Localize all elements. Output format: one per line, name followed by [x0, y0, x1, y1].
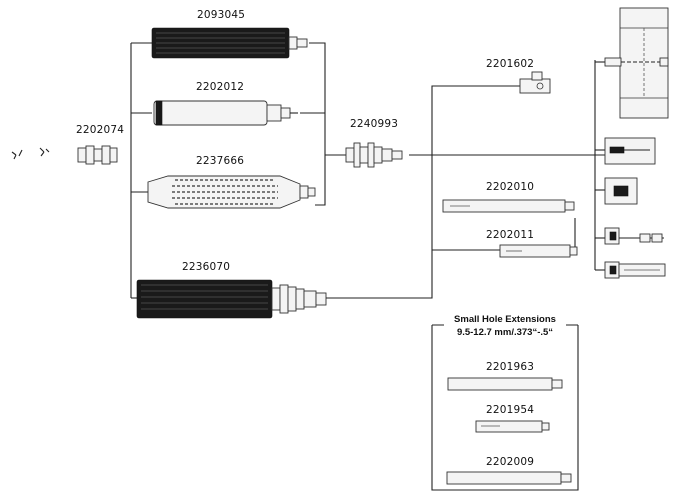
small-tool-icons: [12, 148, 49, 159]
label-2093045: 2093045: [197, 9, 245, 21]
label-2202011: 2202011: [486, 229, 534, 241]
label-2202012: 2202012: [196, 81, 244, 93]
label-2201954: 2201954: [486, 404, 534, 416]
part-2240993-coupler: [346, 143, 402, 167]
small-hole-extensions-panel: Small Hole Extensions 9.5-12.7 mm/.373“-…: [432, 314, 578, 490]
part-2201954-extension: [476, 421, 549, 432]
connector-lines-right: [326, 60, 611, 298]
attachment-guide-1: [605, 138, 655, 164]
label-2236070: 2236070: [182, 261, 230, 273]
attachment-guide-2: [605, 178, 637, 204]
label-2237666: 2237666: [196, 155, 244, 167]
part-2237666-motor: [148, 176, 315, 208]
part-2202011-extension: [500, 245, 577, 257]
label-2202074: 2202074: [76, 124, 124, 136]
part-2201602-clip: [520, 72, 550, 93]
attachment-guide-4: [605, 262, 665, 278]
label-2201963: 2201963: [486, 361, 534, 373]
part-2202009-extension: [447, 472, 571, 484]
small-hole-title: Small Hole Extensions: [454, 314, 556, 325]
part-2201963-extension: [448, 378, 562, 390]
part-2093045-motor: [152, 28, 307, 58]
attachment-guide-3: [605, 228, 664, 244]
label-2202010: 2202010: [486, 181, 534, 193]
part-2202010-extension: [443, 200, 574, 212]
label-2201602: 2201602: [486, 58, 534, 70]
label-2202009: 2202009: [486, 456, 534, 468]
label-2240993: 2240993: [350, 118, 398, 130]
small-hole-subtitle: 9.5-12.7 mm/.373“-.5“: [457, 327, 553, 338]
part-2236070-motor: [137, 280, 326, 318]
part-2202012-motor: [154, 101, 298, 125]
attachment-router-base: [605, 8, 668, 118]
part-2202074-adapter: [78, 146, 117, 164]
